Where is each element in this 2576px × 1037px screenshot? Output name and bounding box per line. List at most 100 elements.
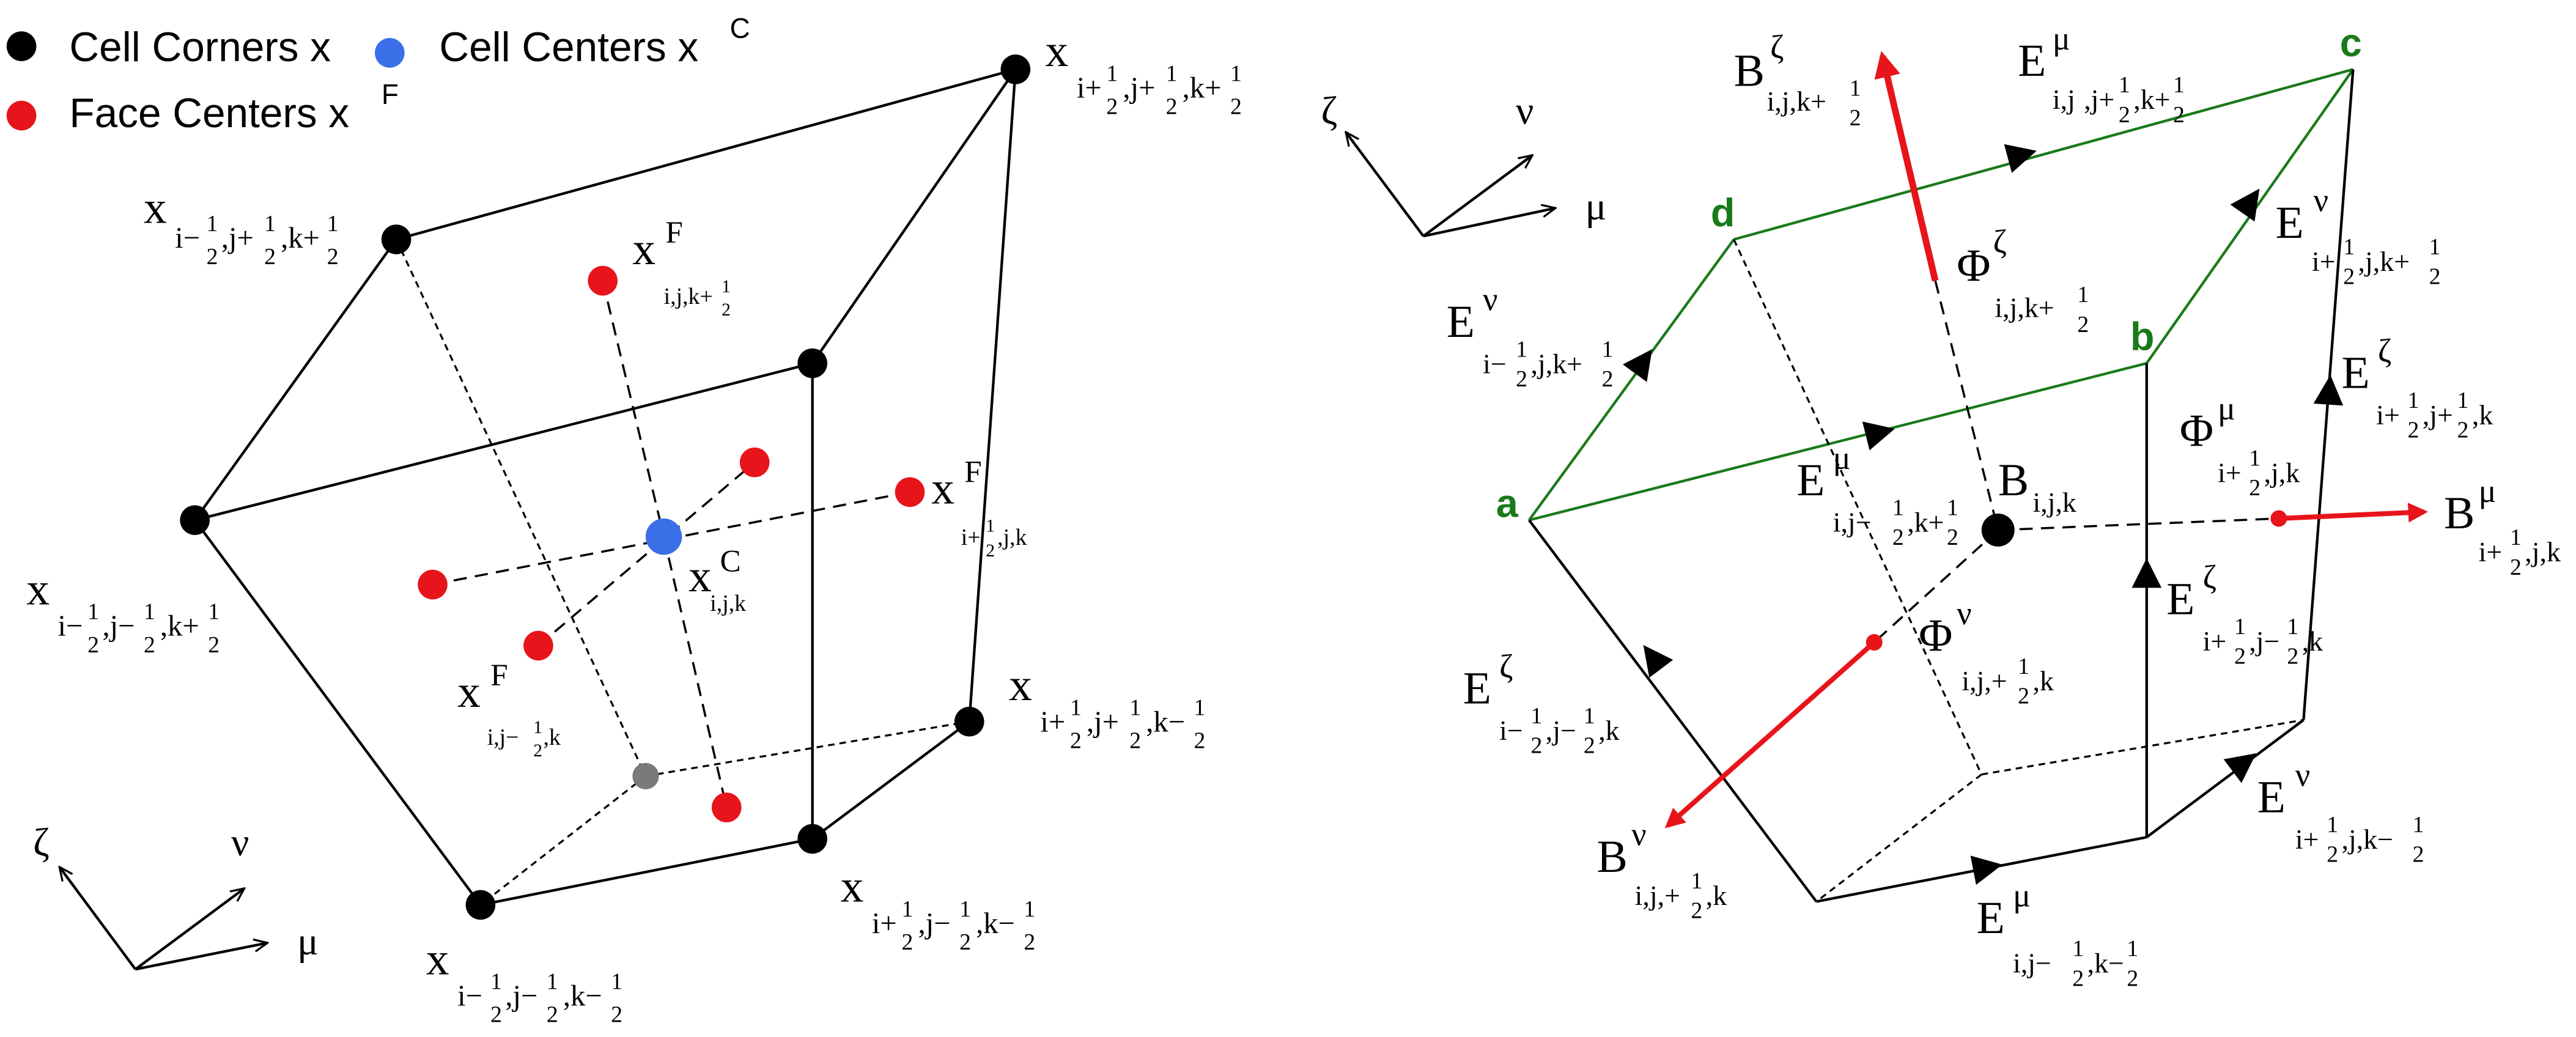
left-axes bbox=[59, 867, 267, 971]
svg-text:2: 2 bbox=[2018, 683, 2029, 709]
legend-corner-dot bbox=[6, 31, 37, 61]
svg-text:2: 2 bbox=[207, 244, 218, 270]
face-point bbox=[895, 477, 925, 507]
svg-text:2: 2 bbox=[1194, 728, 1206, 753]
center-label-sub: i,j,k bbox=[710, 591, 746, 616]
corner-point bbox=[180, 505, 210, 536]
svg-text:2: 2 bbox=[611, 1002, 622, 1028]
svg-text:,j+: ,j+ bbox=[1087, 705, 1119, 738]
corner-point bbox=[797, 348, 828, 378]
edge-arrow bbox=[1643, 644, 1674, 678]
corner-point bbox=[954, 706, 984, 737]
corner-point bbox=[1000, 54, 1031, 84]
svg-text:2: 2 bbox=[2249, 475, 2260, 501]
svg-text:i−: i− bbox=[58, 610, 83, 643]
svg-text:2: 2 bbox=[2510, 555, 2522, 580]
svg-text:,k: ,k bbox=[2032, 665, 2053, 696]
svg-text:1: 1 bbox=[144, 599, 155, 625]
svg-text:,j−: ,j− bbox=[505, 980, 537, 1013]
svg-text:,j+: ,j+ bbox=[2084, 84, 2114, 115]
svg-text:,k: ,k bbox=[2302, 626, 2323, 657]
face-point bbox=[711, 792, 742, 822]
edge-arrow bbox=[2313, 375, 2344, 406]
face-label-left-sup: F bbox=[490, 658, 508, 693]
svg-text:2: 2 bbox=[87, 632, 99, 658]
svg-text:i−: i− bbox=[1483, 348, 1507, 379]
svg-text:x: x bbox=[26, 564, 50, 614]
face-point bbox=[1866, 634, 1883, 651]
svg-text:,j,k−: ,j,k− bbox=[2342, 824, 2394, 855]
face-label-right: x bbox=[931, 463, 954, 514]
svg-text:,k: ,k bbox=[1598, 715, 1619, 746]
label-Phi-zeta: Φ ζ i,j,k+ 1 2 bbox=[1957, 223, 2089, 338]
svg-text:E: E bbox=[1796, 455, 1825, 506]
svg-text:2: 2 bbox=[2457, 418, 2469, 443]
svg-text:2: 2 bbox=[959, 929, 971, 955]
svg-text:1: 1 bbox=[2327, 812, 2338, 838]
svg-text:ν: ν bbox=[2295, 757, 2310, 794]
svg-text:2: 2 bbox=[1530, 733, 1542, 758]
svg-text:,j+: ,j+ bbox=[2423, 399, 2453, 430]
svg-text:1: 1 bbox=[1129, 695, 1141, 720]
svg-text:1: 1 bbox=[2018, 654, 2029, 679]
svg-text:E: E bbox=[1463, 663, 1491, 714]
svg-text:E: E bbox=[2257, 772, 2286, 823]
edge-arrow bbox=[2004, 144, 2037, 173]
svg-text:i−: i− bbox=[457, 980, 482, 1013]
svg-text:ν: ν bbox=[1957, 595, 1971, 632]
svg-text:i,j,k+: i,j,k+ bbox=[1995, 292, 2054, 323]
svg-text:1: 1 bbox=[2413, 812, 2424, 838]
svg-text:ν: ν bbox=[1631, 816, 1646, 853]
label-E-zeta-left: E ζ i− 1 2 ,j− 1 2 ,k bbox=[1463, 648, 1620, 758]
svg-text:1: 1 bbox=[87, 599, 99, 625]
svg-text:Φ: Φ bbox=[1919, 610, 1952, 661]
svg-text:,k−: ,k− bbox=[1146, 705, 1185, 738]
svg-text:1: 1 bbox=[2173, 72, 2185, 98]
svg-text:1: 1 bbox=[2077, 282, 2089, 308]
svg-text:ζ: ζ bbox=[1770, 29, 1784, 65]
svg-text:1: 1 bbox=[2408, 388, 2419, 413]
face-point bbox=[588, 265, 618, 296]
face-point bbox=[2270, 510, 2287, 527]
svg-text:i,j,k: i,j,k bbox=[2032, 487, 2076, 518]
svg-text:1: 1 bbox=[1024, 896, 1035, 922]
svg-text:2: 2 bbox=[490, 1002, 502, 1028]
svg-text:i+: i+ bbox=[1077, 71, 1102, 104]
svg-text:2: 2 bbox=[2429, 264, 2441, 290]
svg-text:2: 2 bbox=[264, 244, 276, 270]
corner-label-top-right: x i+ 1 2 ,j+ 1 2 ,k+ 1 2 bbox=[1046, 26, 1242, 119]
svg-text:,j,k+: ,j,k+ bbox=[2358, 246, 2410, 277]
right-cube bbox=[1528, 51, 2429, 903]
fraction-den: 2 bbox=[986, 541, 995, 561]
svg-text:,k+: ,k+ bbox=[2133, 84, 2170, 115]
svg-text:,j−: ,j− bbox=[918, 907, 951, 940]
svg-text:1: 1 bbox=[2127, 936, 2138, 962]
svg-text:x: x bbox=[1046, 26, 1069, 76]
edge-arrow bbox=[2223, 753, 2257, 783]
svg-text:,j,k: ,j,k bbox=[2264, 457, 2300, 489]
svg-text:1: 1 bbox=[2072, 936, 2084, 962]
label-E-zeta-right: E ζ i+ 1 2 ,j+ 1 2 ,k bbox=[2342, 332, 2493, 443]
legend: Cell Corners x Cell Centers x C Face Cen… bbox=[6, 12, 750, 136]
hidden-corner-point bbox=[632, 762, 659, 789]
svg-text:1: 1 bbox=[2429, 234, 2441, 260]
svg-text:Φ: Φ bbox=[2180, 405, 2213, 456]
svg-text:1: 1 bbox=[2510, 525, 2522, 550]
svg-text:ζ: ζ bbox=[1499, 648, 1513, 684]
face-label-right-sub-a: i+ bbox=[961, 525, 981, 550]
right-cube-points bbox=[1866, 510, 2287, 651]
svg-text:1: 1 bbox=[1530, 703, 1542, 729]
svg-text:B: B bbox=[1597, 832, 1628, 882]
label-B-nu-bottom: B ν i,j,+ 1 2 ,k bbox=[1597, 816, 1727, 924]
label-E-nu-left: E ν i− 1 2 ,j,k+ 1 2 bbox=[1447, 281, 1614, 392]
svg-text:ζ: ζ bbox=[1993, 223, 2007, 260]
svg-text:x: x bbox=[144, 183, 167, 234]
vertex-c-label: c bbox=[2340, 20, 2362, 65]
svg-text:i,j,k+: i,j,k+ bbox=[1767, 86, 1826, 117]
svg-text:2: 2 bbox=[2343, 264, 2355, 290]
svg-text:B: B bbox=[1998, 455, 2029, 506]
svg-text:E: E bbox=[2018, 35, 2046, 86]
center-label: x bbox=[688, 551, 712, 602]
svg-text:1: 1 bbox=[490, 969, 502, 995]
svg-text:ν: ν bbox=[2314, 182, 2328, 219]
